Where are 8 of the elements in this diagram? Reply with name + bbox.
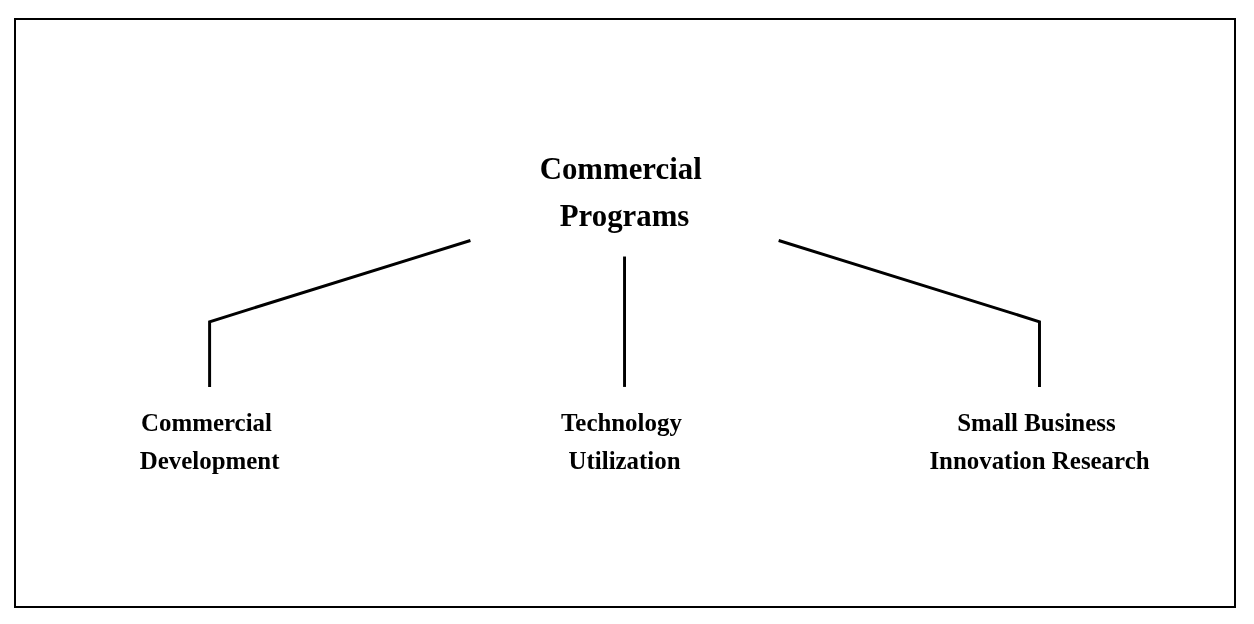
connector <box>623 256 627 388</box>
connector <box>208 239 472 388</box>
node-text: Small Business Innovation Research <box>929 408 1151 475</box>
connector <box>778 239 1042 388</box>
node-text: Technology Utilization <box>561 408 683 475</box>
node-text: Commercial Programs <box>540 152 703 233</box>
node-text: Commercial Development <box>140 408 280 475</box>
diagram-frame: Commercial Programs Commercial Development Technology Utilization Small Business Innovation Research <box>14 18 1236 608</box>
